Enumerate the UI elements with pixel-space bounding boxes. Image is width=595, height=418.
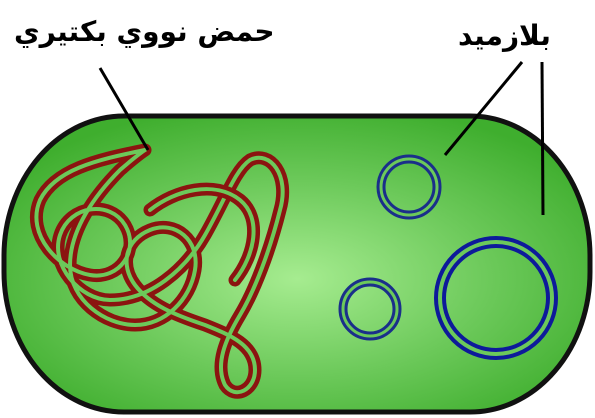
plasmid-pointer-line-2 [542, 62, 543, 215]
bacterial-dna-label: حمض نووي بكتيري [14, 18, 275, 46]
plasmid-label: بلازميد [458, 22, 551, 50]
